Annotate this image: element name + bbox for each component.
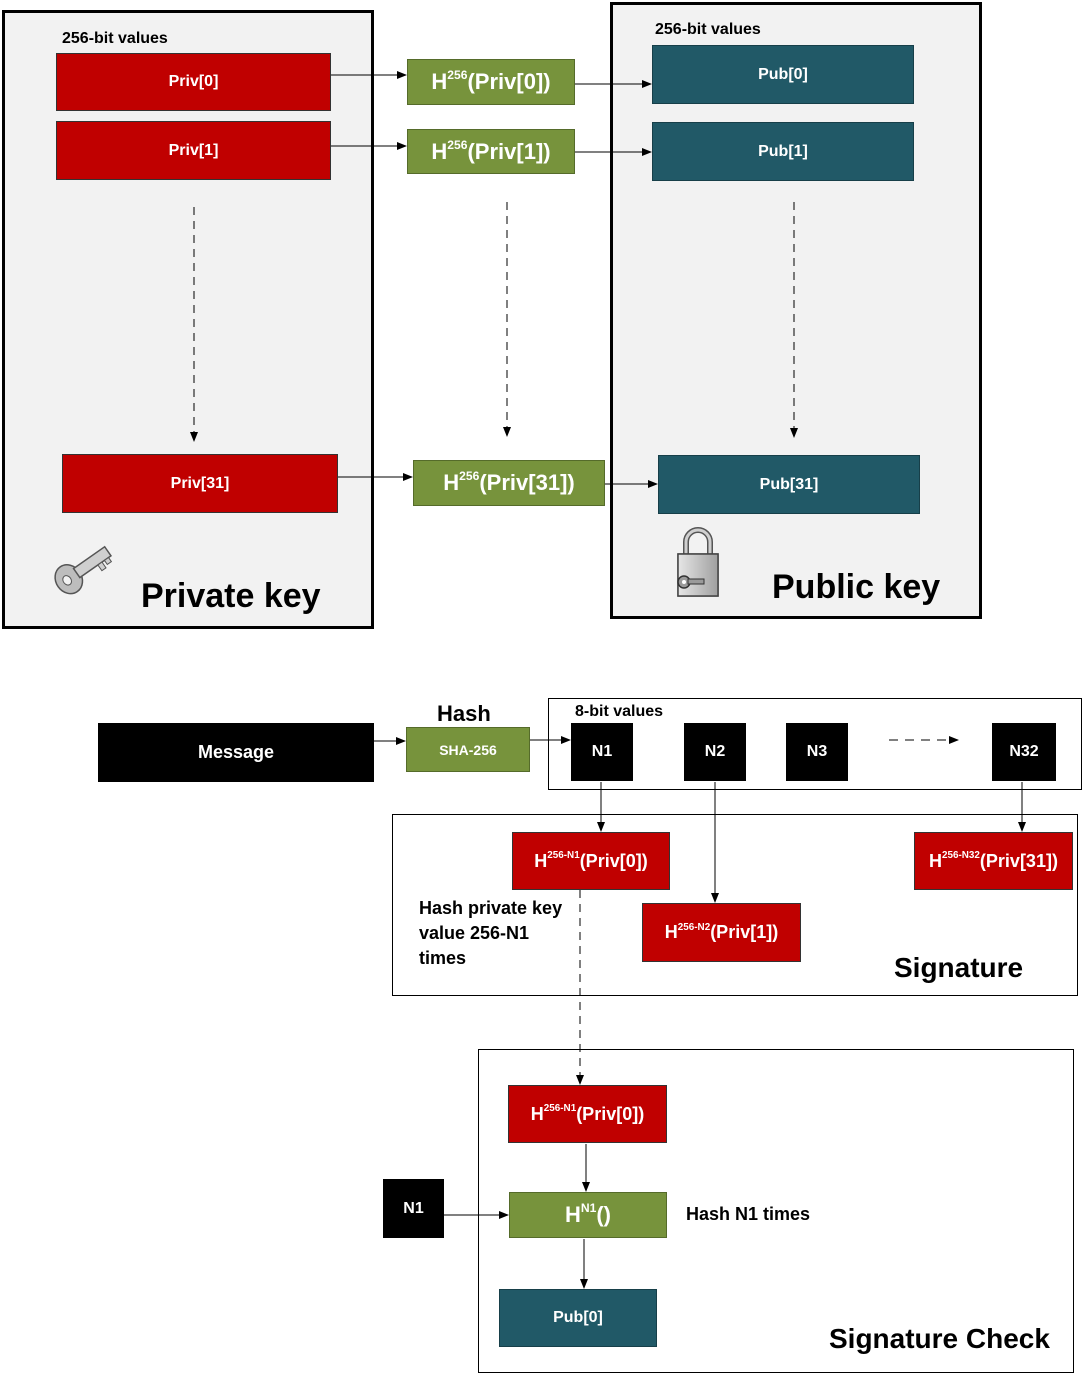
- hash-31-base: H: [443, 470, 460, 495]
- message-box: Message: [98, 723, 374, 782]
- nibbles-values-label: 8-bit values: [575, 703, 664, 720]
- public-key-title: Public key: [772, 568, 941, 606]
- public-values-label: 256-bit values: [655, 21, 761, 38]
- check-hash-note: Hash N1 times: [686, 1204, 811, 1224]
- pub-1-box: Pub[1]: [652, 122, 914, 181]
- signature-note: Hash private key value 256-N1 times: [419, 896, 562, 971]
- sig-0-arg: (Priv[0]): [579, 850, 648, 871]
- private-key-title: Private key: [141, 577, 321, 615]
- sig-1-exponent: 256-N2: [677, 921, 711, 933]
- hash-0-exponent: 256: [447, 68, 468, 83]
- nibble-n2: N2: [684, 723, 746, 781]
- signature-check-title: Signature Check: [829, 1323, 1050, 1354]
- hash-0-base: H: [431, 69, 448, 94]
- nibble-n3: N3: [786, 723, 848, 781]
- pub-0-box: Pub[0]: [652, 45, 914, 104]
- pub-31-box: Pub[31]: [658, 455, 920, 514]
- hash-31-exponent: 256: [459, 469, 480, 484]
- sig-31-base: H: [929, 850, 943, 871]
- padlock-icon: [666, 522, 730, 602]
- check-n1-box: N1: [383, 1179, 444, 1238]
- signature-note-line-2: value 256-N1: [419, 923, 530, 943]
- sig-31-exponent: 256-N32: [942, 850, 980, 862]
- check-input-arg: (Priv[0]): [576, 1103, 645, 1124]
- hash-1-exponent: 256: [447, 137, 468, 152]
- sig-31-arg: (Priv[31]): [979, 850, 1058, 871]
- priv-31-box: Priv[31]: [62, 454, 338, 513]
- hash-title: Hash: [437, 701, 491, 726]
- hash-0-arg: (Priv[0]): [467, 69, 551, 94]
- check-result-box: Pub[0]: [499, 1289, 657, 1347]
- check-hash-exponent: N1: [580, 1201, 597, 1216]
- private-key-panel: [2, 10, 374, 629]
- key-icon: [46, 532, 116, 602]
- sig-1-arg: (Priv[1]): [710, 922, 779, 942]
- check-input-base: H: [530, 1103, 544, 1124]
- check-hash-base: H: [564, 1202, 581, 1227]
- nibble-n1: N1: [571, 723, 633, 781]
- signature-title: Signature: [894, 952, 1024, 983]
- sig-0-base: H: [534, 850, 548, 871]
- check-input-exponent: 256-N1: [543, 1103, 577, 1115]
- public-key-panel: [610, 2, 982, 619]
- sig-0-exponent: 256-N1: [547, 850, 580, 862]
- private-values-label: 256-bit values: [62, 30, 168, 47]
- priv-0-box: Priv[0]: [56, 53, 331, 111]
- priv-1-box: Priv[1]: [56, 121, 331, 180]
- hash-31-arg: (Priv[31]): [479, 470, 575, 495]
- check-hash-arg: (): [596, 1202, 611, 1227]
- signature-note-line-3: times: [419, 948, 467, 968]
- nibble-n32: N32: [992, 723, 1056, 781]
- hash-1-arg: (Priv[1]): [467, 138, 551, 164]
- sig-1-base: H: [664, 922, 678, 942]
- hash-1-base: H: [431, 138, 448, 164]
- signature-note-line-1: Hash private key: [419, 898, 563, 918]
- sha256-box: SHA-256: [406, 727, 530, 772]
